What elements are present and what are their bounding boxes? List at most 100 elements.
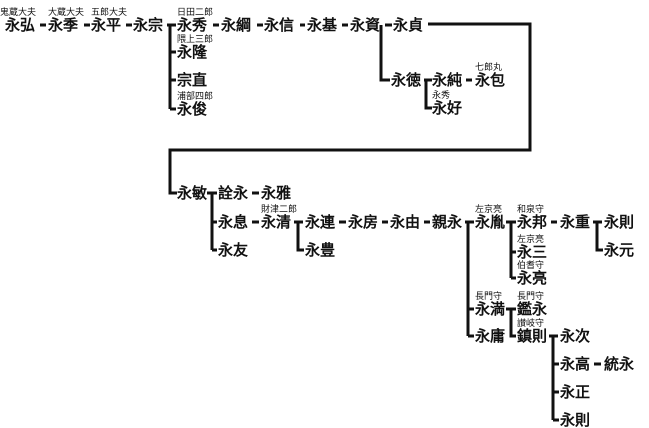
person-node: 財津二郎永清 — [261, 206, 297, 231]
person-name: 宗直 — [177, 71, 208, 89]
person-title: 隈上三郎 — [177, 35, 214, 45]
person-title: 和泉守 — [517, 205, 545, 215]
person-name: 永季 — [48, 16, 79, 34]
person-name: 永亮 — [517, 269, 548, 287]
person-node: 永正 — [560, 385, 590, 400]
person-node: 永次 — [560, 329, 590, 344]
person-title: 七郎丸 — [475, 63, 503, 73]
person-title: 左京亮 — [517, 235, 545, 245]
person-node: 和泉守永邦 — [517, 206, 548, 231]
person-node: 左京亮永三 — [517, 236, 548, 261]
person-node: 永連 — [305, 215, 335, 230]
person-name: 永邦 — [517, 213, 548, 231]
person-name: 永三 — [517, 243, 548, 261]
fork-eisou — [167, 23, 176, 111]
person-node: 永敏 — [177, 186, 207, 201]
person-node: 伯耆守永亮 — [517, 262, 548, 287]
fork-eijuu — [593, 220, 603, 252]
person-node: 永信 — [264, 18, 294, 33]
person-title: 讃岐守 — [517, 319, 545, 329]
person-name: 永徳 — [391, 71, 422, 89]
fork-eitoku — [424, 78, 472, 110]
person-node: 鬼蔵大夫永弘 — [0, 9, 36, 34]
person-name: 永房 — [348, 213, 379, 231]
person-node: 永房 — [348, 215, 378, 230]
person-name: 永平 — [91, 16, 122, 34]
person-name: 永則 — [604, 213, 635, 231]
person-node: 宗直 — [177, 73, 207, 88]
person-node: 永徳 — [391, 73, 421, 88]
person-node: 永綱 — [221, 18, 251, 33]
person-name: 永胤 — [475, 213, 506, 231]
person-name: 永重 — [560, 213, 591, 231]
person-name: 永弘 — [5, 16, 36, 34]
person-name: 永豊 — [305, 241, 336, 259]
person-node: 永由 — [390, 215, 420, 230]
person-name: 永元 — [604, 241, 635, 259]
person-name: 永則 — [560, 411, 591, 428]
person-title: 日田二郎 — [177, 8, 214, 18]
person-name: 永正 — [560, 383, 591, 401]
person-name: 永純 — [432, 71, 463, 89]
person-name: 鑑永 — [517, 300, 548, 318]
person-name: 永清 — [261, 213, 292, 231]
person-title: 長門守 — [475, 292, 503, 302]
person-node: 永貞 — [393, 18, 423, 33]
person-node: 讃岐守鎮則 — [517, 320, 548, 345]
person-node: 大蔵大夫永季 — [48, 9, 84, 34]
person-node: 永友 — [218, 243, 248, 258]
person-node: 左京亮永胤 — [475, 206, 506, 231]
person-node: 永則 — [604, 215, 634, 230]
person-title: 伯耆守 — [517, 261, 545, 271]
person-title: 浦部四郎 — [177, 92, 214, 102]
person-name: 永包 — [475, 71, 506, 89]
person-node: 永豊 — [305, 243, 335, 258]
person-node: 永秀永好 — [432, 92, 462, 116]
person-title: 五郎大夫 — [91, 8, 128, 18]
fork-eiin — [506, 220, 557, 280]
person-node: 七郎丸永包 — [475, 64, 506, 89]
person-title: 鬼蔵大夫 — [0, 8, 37, 18]
person-node: 永庸 — [475, 329, 505, 344]
person-name: 統永 — [604, 355, 635, 373]
person-title: 大蔵大夫 — [48, 8, 85, 18]
person-name: 永敏 — [177, 184, 208, 202]
person-node: 永宗 — [133, 18, 163, 33]
person-node: 永息 — [218, 215, 248, 230]
person-name: 永宗 — [133, 16, 164, 34]
person-title: 左京亮 — [475, 205, 503, 215]
person-title: 財津二郎 — [261, 205, 298, 215]
continuation-line — [168, 22, 532, 195]
person-name: 永連 — [305, 213, 336, 231]
fork-eishi — [379, 23, 392, 82]
person-node: 永純 — [432, 73, 462, 88]
person-node: 永重 — [560, 215, 590, 230]
person-name: 永隆 — [177, 43, 208, 61]
person-node: 五郎大夫永平 — [91, 9, 127, 34]
person-name: 鎮則 — [517, 327, 548, 345]
person-node: 長門守永満 — [475, 293, 505, 317]
person-name: 永俊 — [177, 100, 208, 118]
fork-eiman — [506, 307, 516, 338]
person-name: 永信 — [264, 16, 295, 34]
person-name: 永雅 — [261, 184, 292, 202]
fork-eibin — [207, 191, 259, 252]
person-name: 永秀 — [177, 16, 208, 34]
person-node: 永基 — [307, 18, 337, 33]
person-node: 詮永 — [218, 186, 248, 201]
person-node: 永資 — [350, 18, 380, 33]
person-name: 永高 — [560, 355, 591, 373]
person-name: 永資 — [350, 16, 381, 34]
person-name: 永次 — [560, 327, 591, 345]
person-node: 永元 — [604, 243, 634, 258]
fork-chikanaga — [465, 220, 474, 338]
person-node: 永雅 — [261, 186, 291, 201]
person-node: 隈上三郎永隆 — [177, 36, 213, 61]
person-name: 永友 — [218, 241, 249, 259]
person-title: 長門守 — [517, 292, 545, 302]
person-node: 永則 — [560, 413, 590, 428]
person-name: 親永 — [432, 213, 463, 231]
person-name: 詮永 — [218, 184, 249, 202]
